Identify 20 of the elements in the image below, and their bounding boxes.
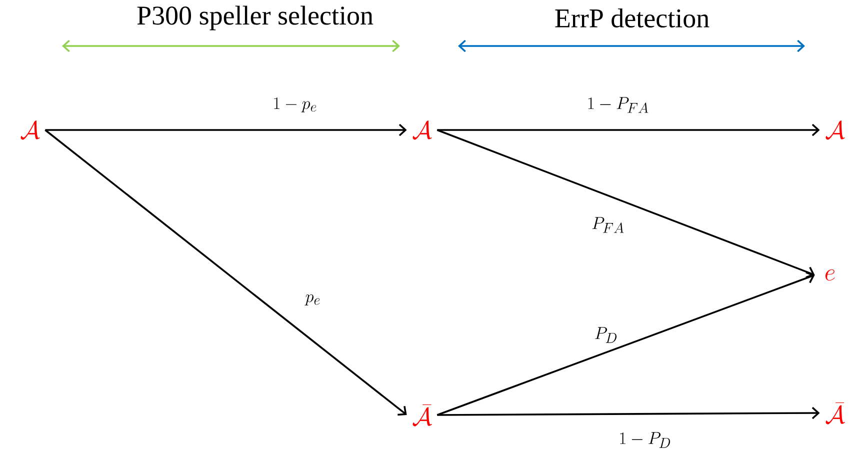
edge-label: $1-P_{FA}$	[586, 96, 650, 114]
state-symbol: $\bar{\mathcal{A}}$	[826, 402, 845, 424]
arrow	[44, 129, 407, 416]
edge-label: $p_e$	[304, 294, 322, 306]
state-symbol: $\bar{\mathcal{A}}$	[412, 404, 432, 426]
section-title: P300 speller selection	[137, 6, 374, 30]
state-symbol: $\mathcal{A}$	[826, 120, 845, 140]
state-symbol: $\mathcal{A}$	[412, 120, 432, 140]
edge-label: $1-P_D$	[618, 431, 672, 449]
state-symbol: $e$	[825, 269, 835, 281]
edge-label: $1-p_e$	[272, 96, 318, 114]
arrow	[437, 124, 820, 136]
state-symbol: $\mathcal{A}$	[20, 120, 40, 140]
arrow	[437, 406, 820, 420]
arrow	[436, 129, 815, 278]
arrow	[436, 272, 815, 416]
arrow	[45, 124, 407, 136]
edge-label: $P_{FA}$	[590, 216, 626, 234]
edge-label: $P_D$	[593, 326, 619, 344]
section-title: ErrP detection	[555, 8, 710, 28]
